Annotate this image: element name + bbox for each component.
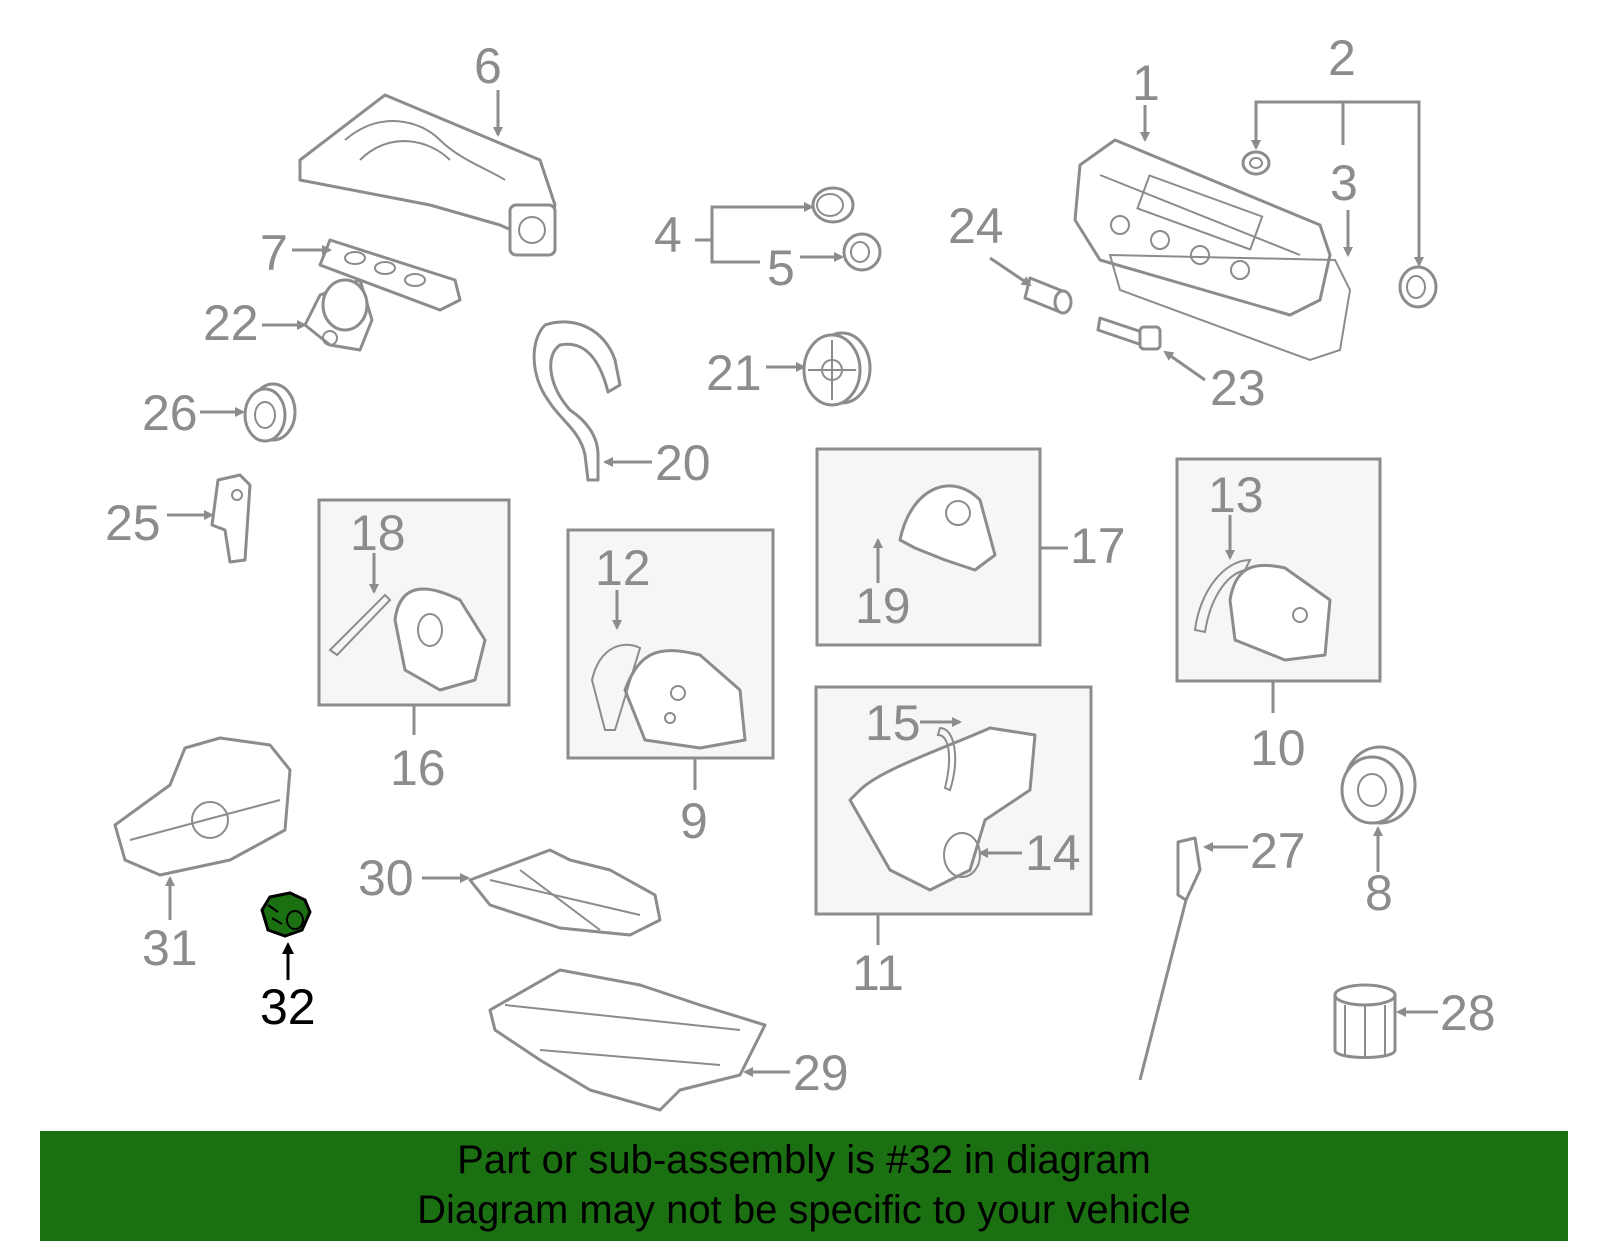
part-29-oil-pan[interactable] [488,968,767,1112]
part-18-gasket[interactable] [328,593,392,657]
part-3-valve-cover-gasket[interactable] [1108,253,1352,362]
label-8: 8 [1365,865,1393,921]
part-7-intake-gasket[interactable] [318,238,462,312]
part-26-pulley[interactable] [243,382,297,443]
label-10: 10 [1250,720,1306,776]
label-6: 6 [474,38,502,94]
part-22-bracket-mount[interactable] [303,278,374,352]
label-2: 2 [1328,30,1356,86]
part-32-highlighted[interactable] [260,891,312,938]
label-16: 16 [390,740,446,796]
part-30-oil-baffle[interactable] [468,848,662,937]
info-banner: Part or sub-assembly is #32 in diagram D… [40,1131,1568,1241]
label-17: 17 [1070,518,1126,574]
label-3: 3 [1330,155,1358,211]
label-24: 24 [948,198,1004,254]
part-5-seal[interactable] [842,232,882,272]
part-17-timing-cover-upper[interactable] [898,484,997,572]
part-2-grommet-a[interactable] [1241,150,1271,176]
part-2-grommet-b[interactable] [1398,265,1438,309]
part-1-valve-cover[interactable] [1073,138,1332,317]
label-5: 5 [767,240,795,296]
label-9: 9 [680,793,708,849]
label-20: 20 [655,435,711,491]
label-28: 28 [1440,985,1496,1041]
label-18: 18 [350,505,406,561]
banner-line-1: Part or sub-assembly is #32 in diagram [457,1138,1151,1182]
label-19: 19 [855,578,911,634]
label-32: 32 [260,979,316,1035]
label-14: 14 [1025,825,1081,881]
label-22: 22 [203,295,259,351]
label-23: 23 [1210,360,1266,416]
part-8-crank-pulley[interactable] [1340,745,1417,825]
part-28-oil-filter[interactable] [1333,983,1397,1059]
label-12: 12 [595,540,651,596]
label-30: 30 [358,850,414,906]
part-10-timing-cover-rear[interactable] [1228,563,1332,662]
part-31-oil-pump[interactable] [113,736,292,877]
box-17 [815,447,1042,647]
part-23-bolt[interactable] [1096,316,1162,351]
label-31: 31 [142,920,198,976]
part-4-cam-seal[interactable] [811,186,855,224]
part-24-plug[interactable] [1023,276,1073,315]
part-21-cam-pulley[interactable] [802,331,872,407]
part-13-gasket[interactable] [1193,558,1252,634]
label-25: 25 [105,495,161,551]
label-29: 29 [793,1045,849,1101]
part-20-timing-belt[interactable] [532,320,622,482]
part-16-timing-cover-lower[interactable] [393,587,487,692]
label-13: 13 [1208,467,1264,523]
label-1: 1 [1132,55,1160,111]
part-27-dipstick[interactable] [1138,836,1202,1081]
label-26: 26 [142,385,198,441]
label-4: 4 [654,207,682,263]
label-27: 27 [1250,823,1306,879]
label-7: 7 [260,225,288,281]
label-21: 21 [706,345,762,401]
part-15-gasket[interactable] [936,726,957,792]
banner-line-2: Diagram may not be specific to your vehi… [417,1188,1191,1232]
label-11: 11 [852,945,904,1001]
part-12-gasket[interactable] [590,643,642,731]
part-6-intake-manifold[interactable] [298,93,557,257]
label-15: 15 [865,695,921,751]
part-25-sensor[interactable] [210,473,252,564]
